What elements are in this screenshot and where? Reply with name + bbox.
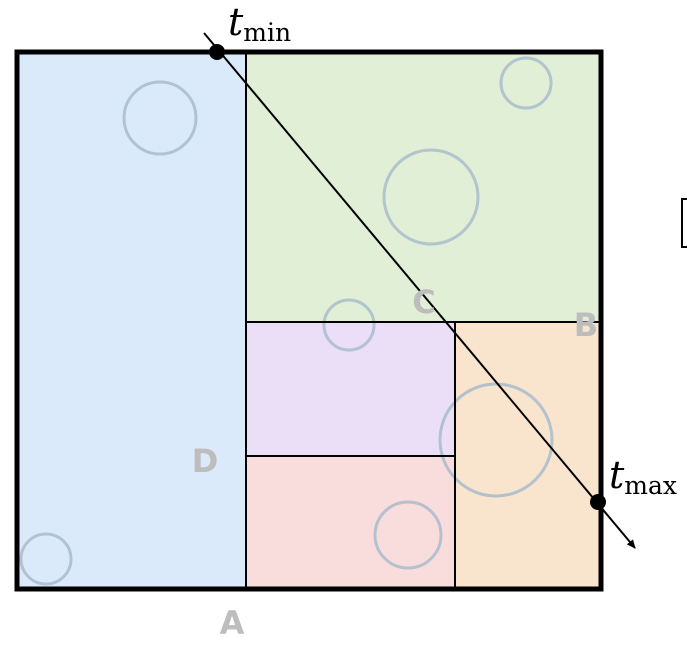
region-label-c: C bbox=[412, 283, 435, 321]
object-circle bbox=[19, 532, 73, 586]
t-max-symbol: t bbox=[609, 453, 625, 497]
region-purple bbox=[246, 322, 455, 456]
cropped-bracket bbox=[681, 198, 687, 248]
region-green bbox=[246, 52, 601, 322]
t-min-symbol: t bbox=[228, 0, 244, 44]
bounding-box bbox=[14, 49, 604, 592]
object-circle bbox=[438, 382, 554, 498]
region-pink bbox=[246, 456, 455, 589]
t-max-point bbox=[590, 494, 606, 510]
t-min-subscript: min bbox=[243, 18, 291, 47]
t-min-label: tmin bbox=[228, 0, 291, 47]
object-circle bbox=[373, 500, 443, 570]
object-circle bbox=[122, 80, 198, 156]
t-max-subscript: max bbox=[624, 471, 677, 500]
region-label-d: D bbox=[192, 442, 219, 480]
t-min-point bbox=[209, 44, 225, 60]
object-circle bbox=[322, 298, 376, 352]
object-circle bbox=[499, 56, 553, 110]
ray-line bbox=[203, 32, 636, 549]
region-orange bbox=[455, 322, 601, 589]
region-label-b: B bbox=[574, 306, 598, 344]
region-label-a: A bbox=[220, 604, 245, 642]
region-blue bbox=[17, 52, 246, 589]
object-circle bbox=[382, 148, 480, 246]
t-max-label: tmax bbox=[609, 453, 677, 500]
